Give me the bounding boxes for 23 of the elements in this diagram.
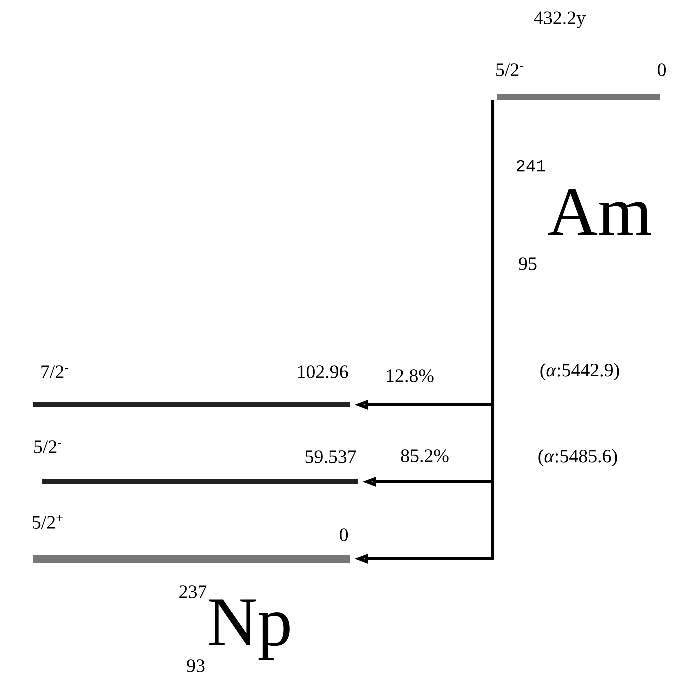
nuclide-label: (α:5485.6): [538, 449, 618, 467]
nuclide-label: 237: [180, 586, 207, 598]
energy-level-bar: [33, 402, 350, 408]
nuclide-label: 93: [187, 660, 205, 672]
energy-level-bar: [33, 555, 350, 563]
level-label: 5/2$^{+}$: [33, 515, 63, 529]
nuclide-label: 95: [519, 258, 537, 270]
level-label: 59.537: [306, 450, 356, 464]
level-label: 5/2$^{-}$: [496, 64, 524, 76]
level-label: 7/2$^{-}$: [42, 366, 69, 378]
nuclide-label: (α:5442.9): [540, 363, 620, 381]
level-label: 0: [340, 528, 348, 542]
edge-label: 85.2%: [401, 450, 449, 462]
nuclide-label: Np: [209, 600, 290, 660]
nuclide-label: 241: [516, 160, 546, 172]
level-label: 0: [658, 64, 666, 76]
energy-level-bar: [497, 94, 660, 100]
level-label: 432.2y: [534, 12, 586, 28]
energy-level-bar: [42, 480, 358, 484]
level-label: 5/2$^{-}$: [34, 440, 62, 454]
level-label: 102.96: [298, 366, 348, 378]
edge-label: 12.8%: [387, 370, 434, 382]
nuclide-label: Am: [548, 189, 652, 236]
